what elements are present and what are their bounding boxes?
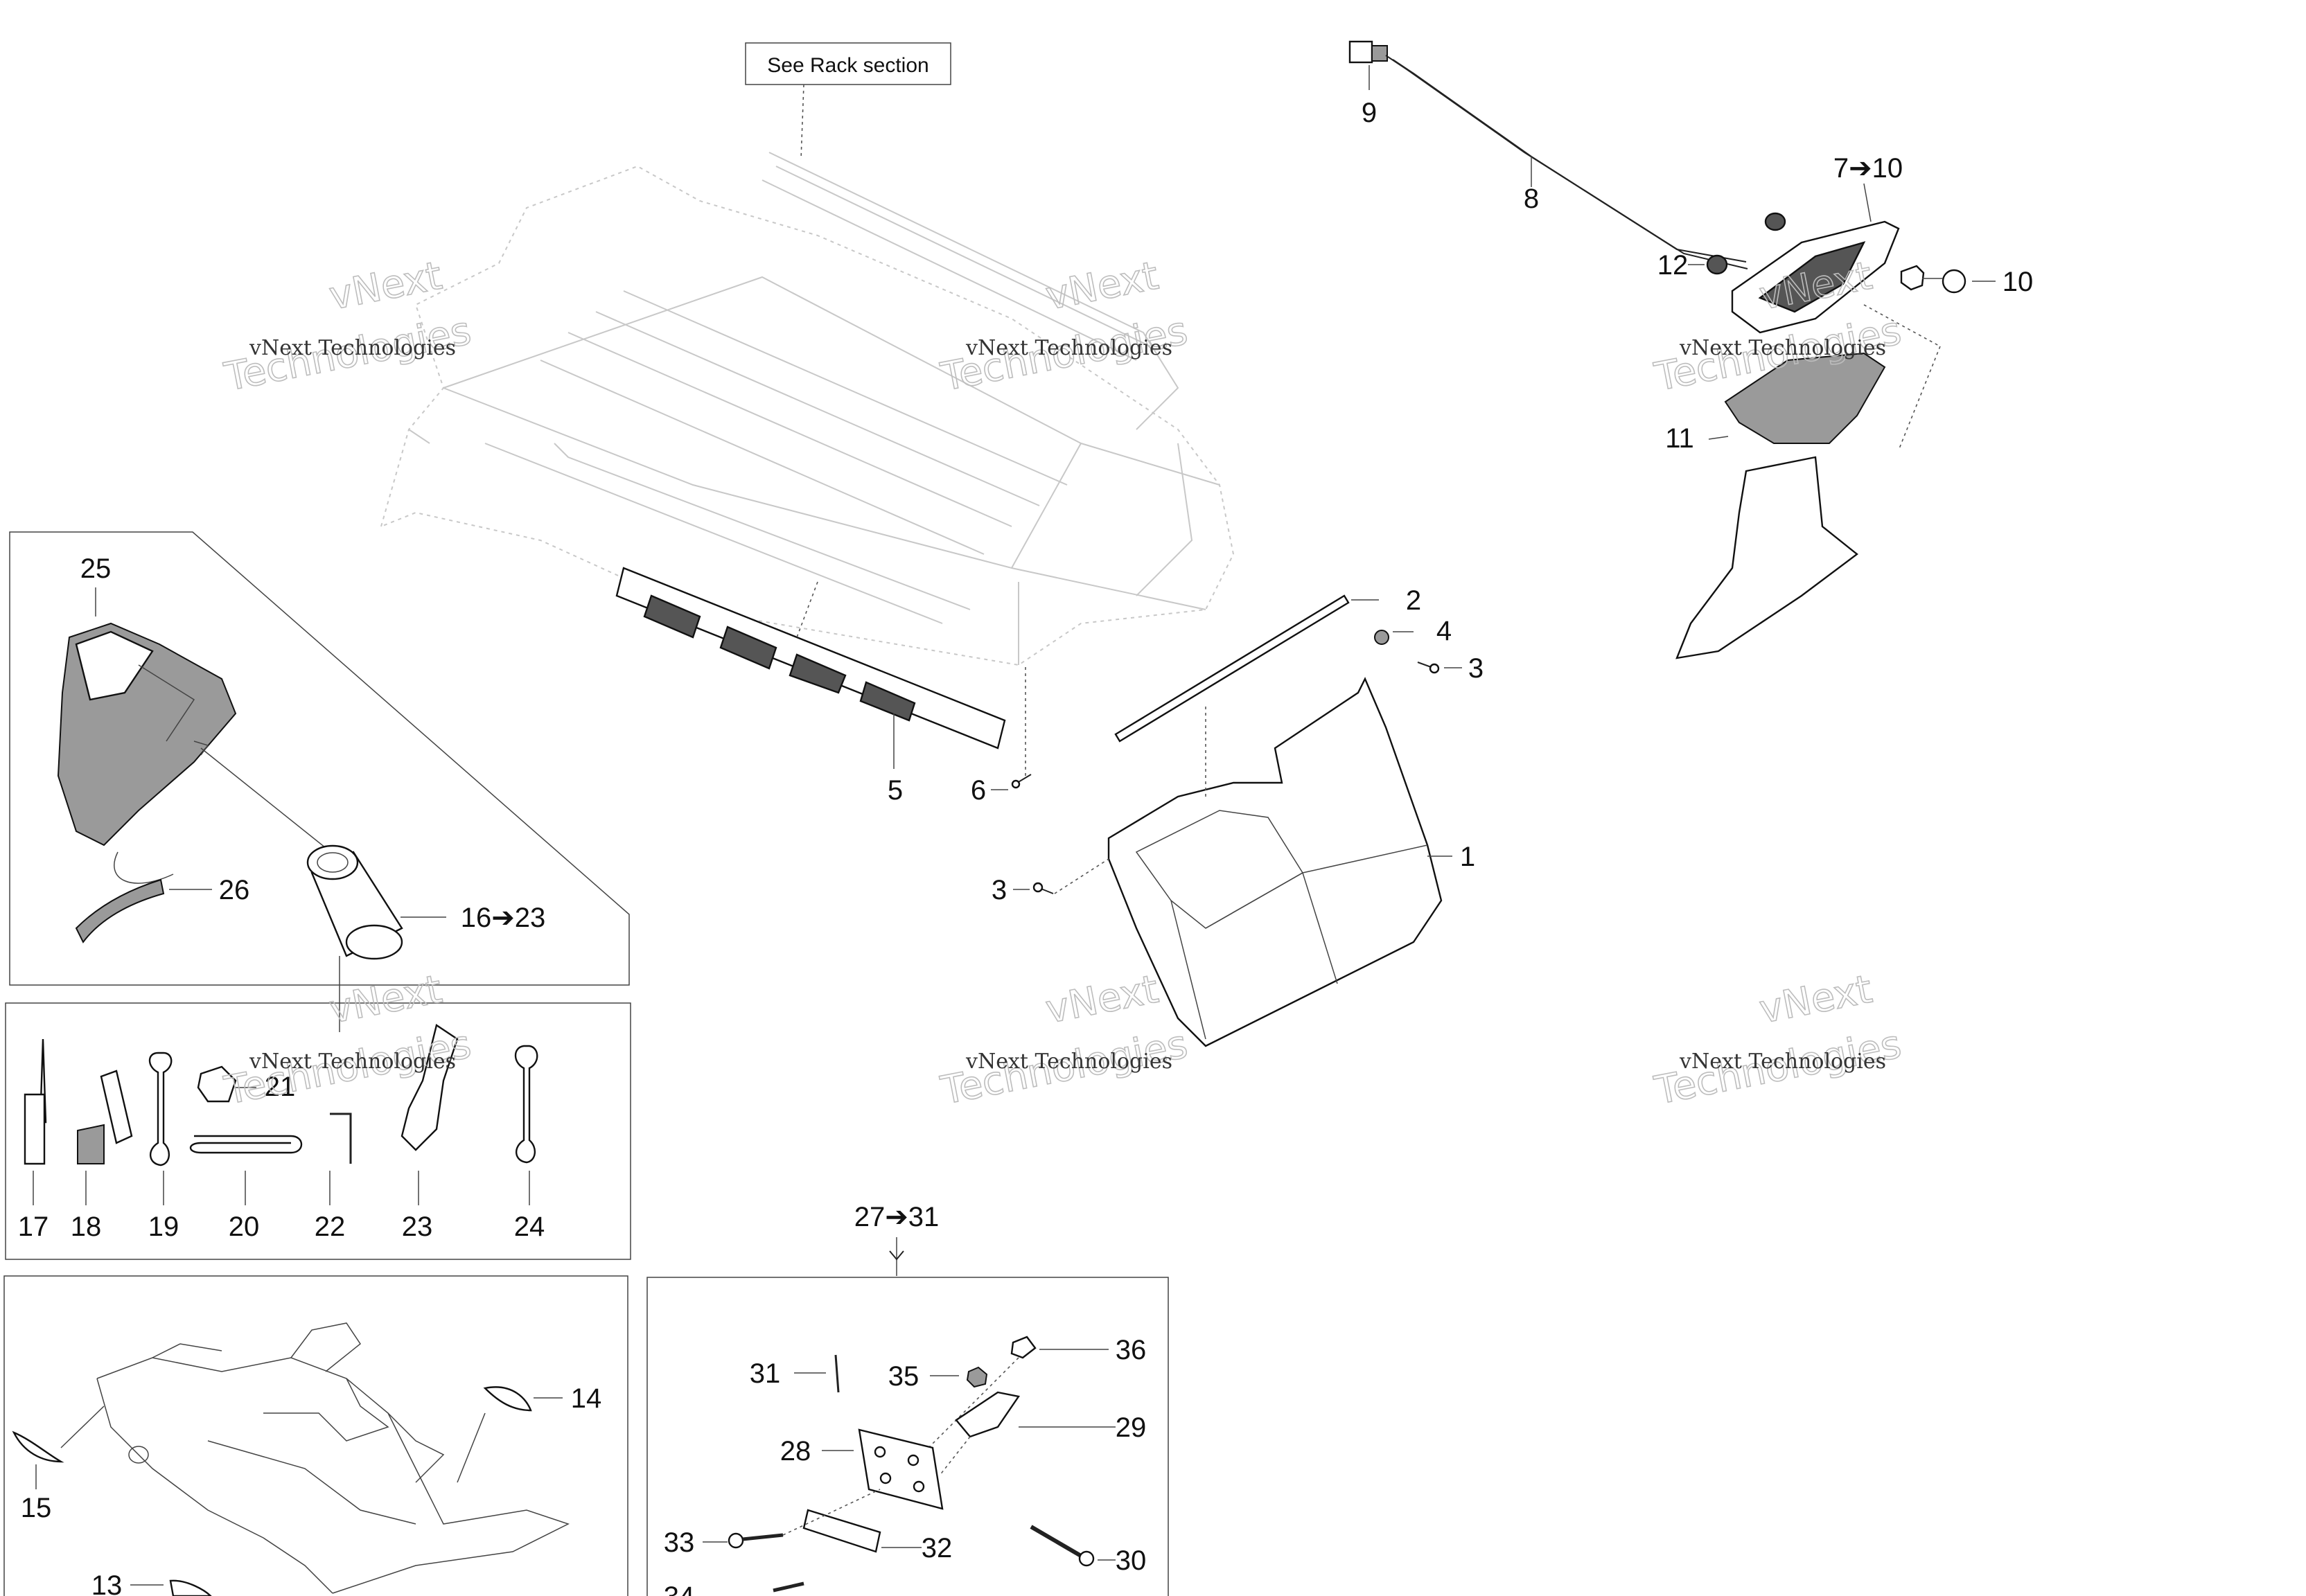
part-7-taillight <box>1731 183 1900 334</box>
vehicle-outline-illustration <box>96 1322 570 1594</box>
callout-36: 36 <box>1116 1335 1147 1365</box>
part-36-spacer <box>921 1336 1109 1455</box>
callout-8: 8 <box>1524 184 1539 214</box>
watermark-text: vNext Technologies <box>965 1049 1172 1074</box>
callout-34: 34 <box>664 1581 695 1596</box>
part-35-nut <box>930 1366 988 1388</box>
callout-30: 30 <box>1116 1545 1147 1576</box>
part-1-snow-flap <box>1107 677 1452 1047</box>
callout-5: 5 <box>888 775 903 806</box>
callout-9: 9 <box>1362 98 1377 128</box>
watermark-text: vNext Technologies <box>1679 336 1886 360</box>
part-33-screw <box>703 1489 881 1549</box>
part-24-wrench <box>514 1045 538 1205</box>
watermark-2: vNext Technologies vNext Technologies <box>937 253 1192 401</box>
part-3-screw-lower <box>1013 858 1109 894</box>
plate-kit-box: 27➔31 31 35 36 28 <box>646 1202 1169 1596</box>
watermark-outline-top: vNext <box>1042 254 1162 319</box>
part-29-bracket <box>939 1391 1116 1476</box>
callout-10: 10 <box>2003 267 2034 297</box>
part-21-clip <box>197 1065 256 1103</box>
watermark-text: vNext Technologies <box>249 336 456 360</box>
watermark-outline-top: vNext <box>326 967 446 1033</box>
watermark-text: vNext Technologies <box>1679 1049 1886 1074</box>
part-11-light-housing <box>1675 304 1941 659</box>
callout-15: 15 <box>21 1493 52 1523</box>
part-23-belt-puller <box>401 1024 459 1205</box>
watermark-outline-top: vNext <box>326 254 446 319</box>
callout-13: 13 <box>91 1570 123 1596</box>
part-6-screw <box>991 665 1032 790</box>
watermark-6: vNext Technologies vNext Technologies <box>1651 966 1905 1115</box>
part-15-decal-left <box>12 1406 105 1489</box>
callout-29: 29 <box>1116 1412 1147 1443</box>
callout-24: 24 <box>514 1212 545 1242</box>
watermark-5: vNext Technologies vNext Technologies <box>937 966 1192 1115</box>
part-12-grommet-top <box>1764 212 1786 231</box>
callout-33: 33 <box>664 1527 695 1558</box>
part-8-wiring-harness <box>1385 55 1748 269</box>
callout-7-10: 7➔10 <box>1833 153 1903 184</box>
callout-6: 6 <box>971 775 986 806</box>
callout-22: 22 <box>315 1212 346 1242</box>
watermark-text: vNext Technologies <box>249 1049 456 1074</box>
callout-31: 31 <box>750 1358 781 1389</box>
callout-19: 19 <box>148 1212 179 1242</box>
part-2-mounting-strip <box>1114 594 1379 743</box>
callout-1: 1 <box>1460 842 1475 872</box>
part-32-plate <box>802 1509 922 1553</box>
callout-17: 17 <box>18 1212 49 1242</box>
part-18-socket <box>77 1070 133 1205</box>
part-5-side-rail <box>615 567 1006 769</box>
callout-11: 11 <box>1665 423 1694 454</box>
callout-25: 25 <box>80 553 112 584</box>
watermark-1: vNext Technologies vNext Technologies <box>220 253 475 401</box>
part-25-tool-bag <box>57 587 237 846</box>
part-10-bulb <box>1900 265 1996 294</box>
callout-3-upper: 3 <box>1468 653 1484 684</box>
rack-section-note: See Rack section <box>745 42 951 160</box>
watermark-outline-top: vNext <box>1042 967 1162 1033</box>
part-26-strap <box>75 878 212 943</box>
callout-20: 20 <box>229 1212 260 1242</box>
rack-section-note-label: See Rack section <box>767 54 928 77</box>
part-16-23-tool-case <box>306 844 446 1032</box>
callout-18: 18 <box>71 1212 102 1242</box>
callout-26: 26 <box>219 875 250 905</box>
callout-14: 14 <box>571 1383 602 1414</box>
callout-32: 32 <box>922 1533 953 1563</box>
callout-3-lower: 3 <box>992 875 1007 905</box>
part-4-washer <box>1374 630 1414 645</box>
part-28-plate-bracket <box>822 1428 944 1510</box>
callout-16-23: 16➔23 <box>461 903 546 933</box>
part-9-connector <box>1348 40 1388 90</box>
part-22-hex-key <box>329 1112 352 1205</box>
vehicle-box: 14 15 13 <box>3 1275 628 1596</box>
callout-4: 4 <box>1436 616 1452 646</box>
part-13-decal-front <box>130 1579 212 1596</box>
part-17-screwdriver <box>24 1038 47 1205</box>
watermark-text: vNext Technologies <box>965 336 1172 360</box>
callout-2: 2 <box>1406 585 1421 616</box>
part-20-spark-plug-cable <box>189 1135 303 1205</box>
callout-27-31: 27➔31 <box>854 1202 940 1232</box>
watermark-outline-top: vNext <box>1756 967 1876 1033</box>
part-12-grommet <box>1688 254 1728 275</box>
rack-ghost-illustration <box>380 152 1235 666</box>
part-3-screw-upper <box>1417 662 1462 674</box>
part-19-wrench <box>148 1052 173 1205</box>
callout-35: 35 <box>888 1361 919 1392</box>
tool-kit-box: 25 26 16➔23 <box>9 531 630 1032</box>
part-30-bolt <box>1030 1525 1116 1567</box>
callout-28: 28 <box>780 1436 811 1466</box>
part-14-decal-right <box>457 1386 563 1483</box>
callout-23: 23 <box>402 1212 433 1242</box>
part-34-screw <box>773 1581 804 1593</box>
part-31-pin <box>794 1354 840 1393</box>
callout-12: 12 <box>1657 250 1689 281</box>
tools-box: 17 18 19 21 20 22 <box>5 1002 631 1260</box>
callout-21: 21 <box>265 1072 296 1102</box>
